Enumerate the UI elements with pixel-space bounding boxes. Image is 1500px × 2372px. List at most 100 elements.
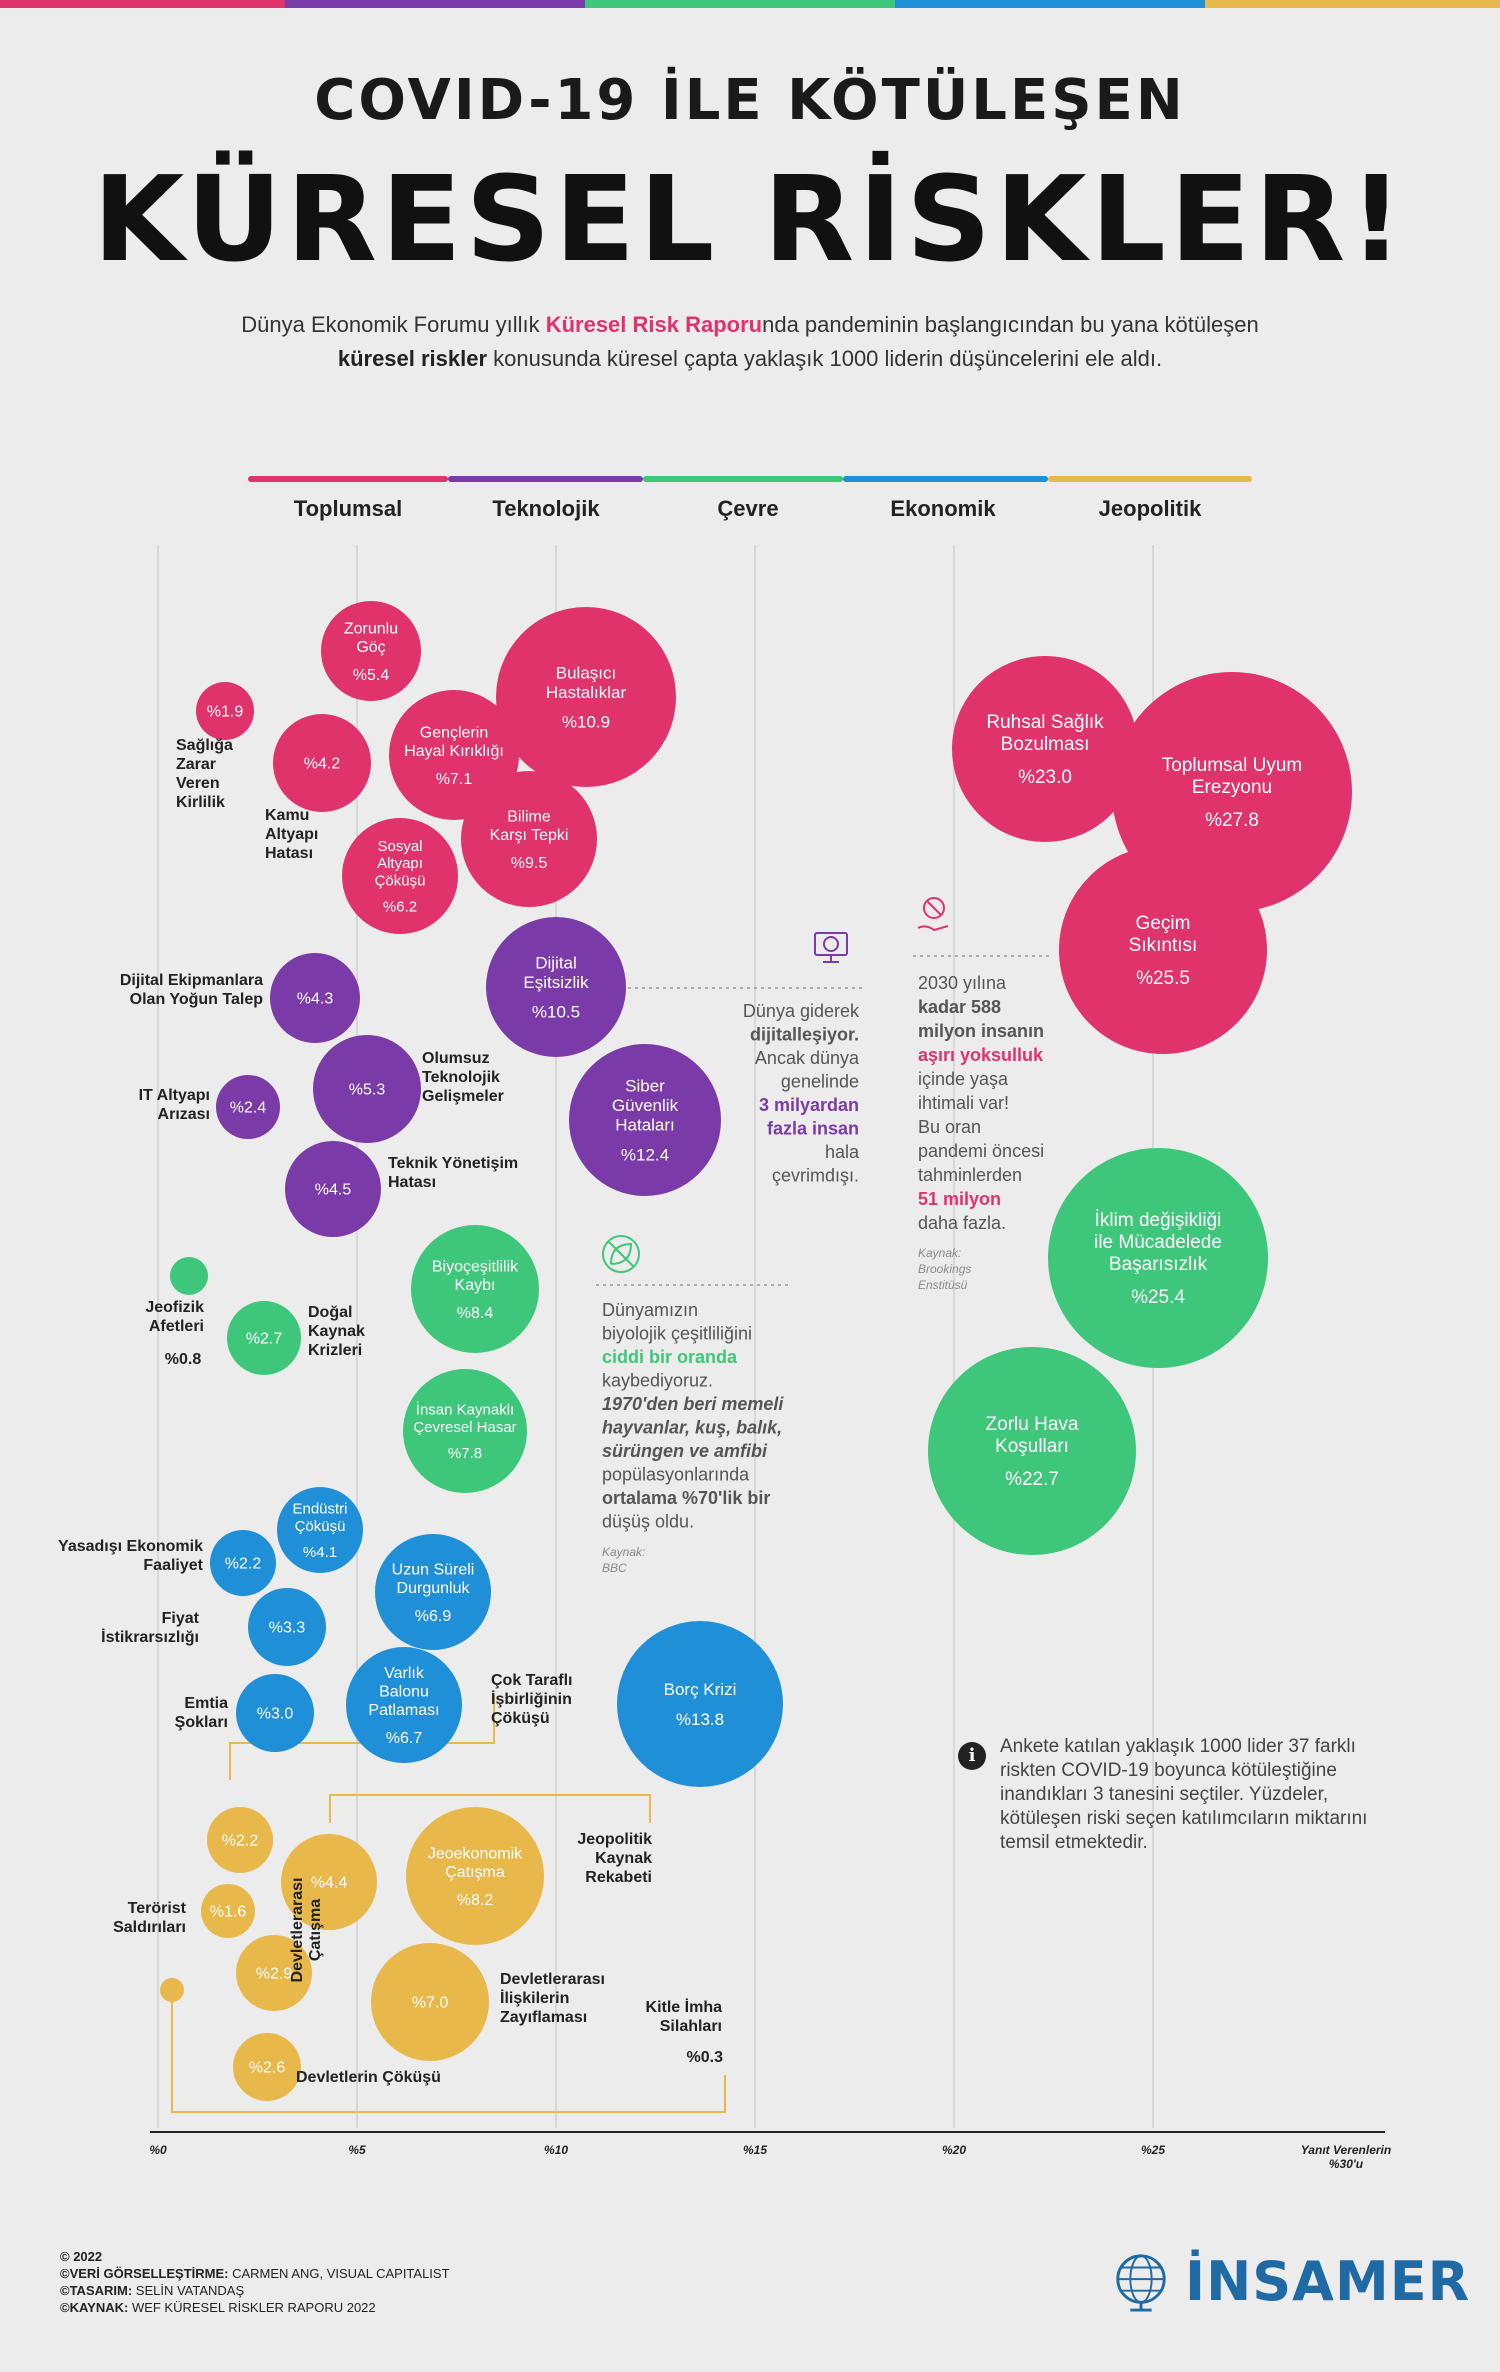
outside-label-line: Kitle İmha (646, 1998, 723, 2016)
group-bracket-line (171, 1990, 726, 2113)
bubble-value: %8.2 (457, 1892, 494, 1909)
brand-logo-text: İNSAMER (1185, 2250, 1471, 2313)
bubble-value: %8.4 (457, 1305, 494, 1322)
outside-label-line: Çatışma (307, 1899, 324, 1961)
bubble: %2.4 (216, 1075, 280, 1139)
bubble-circle (236, 1674, 314, 1752)
bubble-value: %6.2 (383, 899, 417, 916)
note-line: genelinde (781, 1072, 859, 1092)
bubble-value: %27.8 (1205, 810, 1259, 831)
bubble-circle (496, 607, 676, 787)
bubble: %4.5 (285, 1141, 381, 1237)
outside-label-line: Silahları (660, 2018, 722, 2035)
outside-label-line: Altyapı (265, 826, 318, 843)
note-line: dijitalleşiyor. (750, 1025, 859, 1045)
outside-label-line: IT Altyapı (139, 1087, 210, 1104)
bubble-label: Çöküşü (295, 1518, 346, 1535)
category-bar-toplumsal (248, 476, 448, 482)
outside-label-line: Zayıflaması (500, 2009, 587, 2026)
note-line: Dünya giderek (743, 1001, 860, 1021)
note-line: fazla insan (767, 1119, 859, 1139)
x-tick-label: %0 (149, 2143, 167, 2157)
outside-label-line: Teknolojik (422, 1069, 500, 1086)
bubble-circle (201, 1884, 255, 1938)
bubble-value: %12.4 (621, 1145, 669, 1164)
bubble-circle (411, 1225, 539, 1353)
bubble: %2.6 (233, 2033, 301, 2101)
page-subtitle: COVID-19 İLE KÖTÜLEŞEN (314, 68, 1186, 133)
bubble-value: %25.4 (1131, 1287, 1185, 1308)
category-label-ekonomik: Ekonomik (890, 496, 996, 521)
bubble-circle (248, 1588, 326, 1666)
bubble-label: Sosyal (377, 838, 422, 855)
top-stripe-blue (895, 0, 1205, 8)
category-bar-cevre (643, 476, 843, 482)
bubble-label: Hastalıklar (546, 683, 627, 702)
bubble-value: %25.5 (1136, 968, 1190, 989)
x-axis-end-label: Yanıt Verenlerin (1301, 2143, 1391, 2157)
outside-label-line: Terörist (128, 1900, 187, 1917)
bubble-circle (1059, 846, 1267, 1054)
note-line: kadar 588 (918, 997, 1001, 1017)
bubble: %3.3 (248, 1588, 326, 1666)
bubble-circle (321, 601, 421, 701)
note-line: düşüş oldu. (602, 1512, 694, 1532)
outside-label-line: Faaliyet (143, 1557, 203, 1574)
bubble-value: %2.9 (256, 1966, 293, 1983)
bubble-circle (486, 917, 626, 1057)
bubble-value: %4.3 (297, 991, 334, 1008)
note-line: ciddi bir oranda (602, 1347, 738, 1367)
outside-label-line: Afetleri (149, 1318, 204, 1335)
bubble-circle (216, 1075, 280, 1139)
bubble-value: %7.1 (436, 771, 473, 788)
bubble: %4.2 (273, 714, 371, 812)
bubble-label: Uzun Süreli (392, 1561, 475, 1578)
category-bar-jeopolitik (1048, 476, 1252, 482)
outside-label-line: Çok Taraflı (491, 1672, 573, 1689)
bubble-value: %10.9 (562, 713, 610, 732)
outside-label-line: Dijital Ekipmanlara (120, 972, 263, 989)
bubble-circle (569, 1044, 721, 1196)
note-line: 51 milyon (918, 1189, 1001, 1209)
category-label-jeopolitik: Jeopolitik (1098, 496, 1202, 521)
outside-label-line: Kirlilik (176, 794, 225, 811)
bubble-value: %4.5 (315, 1182, 352, 1199)
bubble: %2.2 (207, 1807, 273, 1873)
outside-label-line: İstikrarsızlığı (101, 1628, 199, 1646)
note-line: kaybediyoruz. (602, 1371, 713, 1391)
outside-label-line: Olan Yoğun Talep (130, 991, 264, 1008)
bubble-value: %7.0 (412, 1995, 449, 2012)
bubble-value: %1.6 (210, 1904, 247, 1921)
outside-label-line: Kamu (265, 807, 309, 824)
category-label-teknolojik: Teknolojik (492, 496, 600, 521)
bubble-label: Jeoekonomik (428, 1845, 523, 1862)
outside-label-line: Zarar (176, 756, 216, 773)
bubble-circle (281, 1834, 377, 1930)
outside-label-line: Olumsuz (422, 1050, 490, 1067)
outside-label-line: Jeofizik (145, 1299, 204, 1316)
outside-label: %0.3 (687, 2049, 724, 2066)
info-note: Ankete katılan yaklaşık 1000 lider 37 fa… (1000, 1736, 1368, 1853)
bubble: %7.0 (371, 1943, 489, 2061)
bubble-circle (233, 2033, 301, 2101)
outside-label-line: Devletlerarası (500, 1971, 605, 1988)
bubble-circle (1048, 1148, 1268, 1368)
note-line: tahminlerden (918, 1165, 1022, 1185)
x-tick-label: %25 (1141, 2143, 1165, 2157)
x-tick-label: %10 (544, 2143, 568, 2157)
bubble-circle (952, 656, 1138, 842)
bubble-value: %10.5 (532, 1003, 580, 1022)
note-source: Enstitüsü (918, 1278, 968, 1292)
bubble: %5.3 (313, 1035, 421, 1143)
note-source: Kaynak: (918, 1246, 961, 1260)
